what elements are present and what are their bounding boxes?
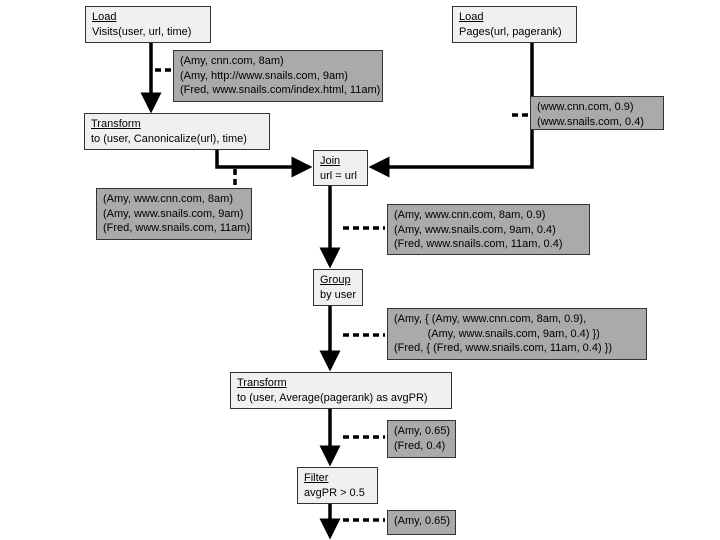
tuple: (www.cnn.com, 0.9) — [537, 101, 634, 113]
op-detail: Visits(user, url, time) — [92, 26, 192, 38]
tuple: (Amy, http://www.snails.com, 9am) — [180, 69, 348, 82]
tuple: (Amy, www.snails.com, 9am, 0.4) }) — [394, 327, 600, 340]
tuple: (Amy, www.cnn.com, 8am) — [103, 193, 233, 205]
tuple: (Fred, 0.4) — [394, 439, 446, 452]
join-box: Join url = url — [313, 150, 368, 186]
canonical-data-box: (Amy, www.cnn.com, 8am) (Amy, www.snails.… — [96, 188, 252, 240]
tuple: (Fred, www.snails.com/index.html, 11am) — [180, 84, 381, 96]
op-detail: url = url — [320, 170, 357, 182]
edge-transform-join — [215, 150, 313, 178]
op-detail: Pages(url, pagerank) — [459, 26, 562, 38]
tuple: (Fred, { (Fred, www.snails.com, 11am, 0.… — [394, 342, 613, 354]
op-title: Load — [92, 11, 117, 23]
tuple: (Amy, www.cnn.com, 8am, 0.9) — [394, 209, 546, 221]
transform-average-box: Transform to (user, Average(pagerank) as … — [230, 372, 452, 409]
op-detail: to (user, Average(pagerank) as avgPR) — [237, 392, 428, 404]
tuple: (Fred, www.snails.com, 11am, 0.4) — [394, 238, 563, 250]
group-box: Group by user — [313, 269, 363, 306]
op-title: Transform — [237, 377, 287, 389]
grouped-data-box: (Amy, { (Amy, www.cnn.com, 8am, 0.9), (A… — [387, 308, 647, 360]
averaged-data-box: (Amy, 0.65) (Fred, 0.4) — [387, 420, 456, 458]
pages-data-box: (www.cnn.com, 0.9) (www.snails.com, 0.4) — [530, 96, 664, 130]
op-title: Group — [320, 274, 351, 286]
filtered-data-box: (Amy, 0.65) — [387, 510, 456, 535]
tuple: (Amy, www.snails.com, 9am, 0.4) — [394, 223, 556, 236]
tuple: (Amy, cnn.com, 8am) — [180, 55, 284, 67]
op-title: Load — [459, 11, 484, 23]
tuple: (Amy, 0.65) — [394, 515, 451, 527]
visits-data-box: (Amy, cnn.com, 8am) (Amy, http://www.snai… — [173, 50, 383, 102]
op-title: Filter — [304, 472, 329, 484]
edge-pages-join — [368, 43, 534, 178]
tuple: (Amy, www.snails.com, 9am) — [103, 207, 244, 220]
tuple: (www.snails.com, 0.4) — [537, 115, 644, 128]
filter-box: Filter avgPR > 0.5 — [297, 467, 378, 504]
transform-canonicalize-box: Transform to (user, Canonicalize(url), ti… — [84, 113, 270, 150]
op-detail: avgPR > 0.5 — [304, 487, 365, 499]
tuple: (Fred, www.snails.com, 11am) — [103, 222, 251, 234]
op-title: Transform — [91, 118, 141, 130]
tuple: (Amy, 0.65) — [394, 425, 451, 437]
op-detail: to (user, Canonicalize(url), time) — [91, 133, 247, 145]
op-detail: by user — [320, 289, 357, 301]
tuple: (Amy, { (Amy, www.cnn.com, 8am, 0.9), — [394, 313, 587, 325]
joined-data-box: (Amy, www.cnn.com, 8am, 0.9) (Amy, www.sn… — [387, 204, 590, 255]
op-title: Join — [320, 155, 341, 167]
